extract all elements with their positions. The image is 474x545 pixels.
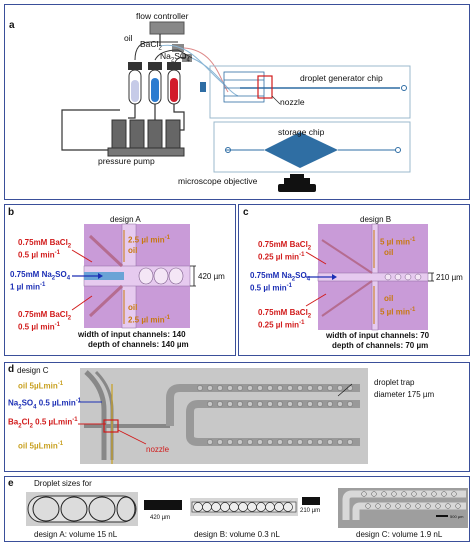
panel-a-label: a xyxy=(9,20,15,31)
design-a-bacl2-top: 0.75mM BaCl2 xyxy=(18,238,72,250)
design-c-volume-caption: design C: volume 1.9 nL xyxy=(356,530,443,539)
nozzle-label: nozzle xyxy=(280,97,305,107)
droplet-generator-chip-label: droplet generator chip xyxy=(300,73,383,83)
scale-label-a: 420 µm xyxy=(150,515,171,521)
design-a-width-label: 420 µm xyxy=(198,272,225,281)
design-a-input-width: width of input channels: 140 xyxy=(78,330,186,339)
design-c-na2so4: Na2SO4 0.5 µLmin-1 xyxy=(8,398,82,411)
design-a-bacl2-bot: 0.75mM BaCl2 xyxy=(18,310,72,322)
design-a-volume-caption: design A: volume 15 nL xyxy=(34,530,118,539)
design-a-oil-top-rate: 2.5 µl min-1 xyxy=(128,235,170,245)
storage-chip-label: storage chip xyxy=(278,127,325,137)
design-b-oil-top: oil xyxy=(384,248,394,257)
panel-b-label: b xyxy=(8,207,15,218)
design-b-bacl2-top-rate: 0.25 µl min-1 xyxy=(258,252,305,262)
bacl2-label: BaCl2 xyxy=(140,39,162,52)
pressure-pump-label: pressure pump xyxy=(98,156,155,166)
design-c-bacl2: Ba2Cl2 0.5 µLmin-1 xyxy=(8,417,78,430)
design-c-oil-bot: oil 5µLmin-1 xyxy=(18,441,64,451)
panel-d-label: d xyxy=(8,364,15,375)
scale-label-c: 500 µm xyxy=(450,514,464,519)
design-b-oil-bot-rate: 5 µl min-1 xyxy=(380,307,416,317)
design-c-nozzle-label: nozzle xyxy=(146,445,170,454)
droplet-sizes-title: Droplet sizes for xyxy=(34,479,92,488)
design-a-na2so4: 0.75mM Na2SO4 xyxy=(10,270,71,282)
design-c-trap-label-2: diameter 175 µm xyxy=(374,390,435,399)
scale-label-b: 210 µm xyxy=(300,508,321,514)
design-b-na2so4: 0.75mM Na2SO4 xyxy=(250,271,311,283)
design-c-trap-label-1: droplet trap xyxy=(374,378,415,387)
design-b-oil-top-rate: 5 µl min-1 xyxy=(380,237,416,247)
panel-e-label: e xyxy=(8,478,14,489)
panel-a xyxy=(4,4,470,200)
panel-c xyxy=(238,204,470,356)
design-a-na2so4-rate: 1 µl min-1 xyxy=(10,282,46,292)
panel-e xyxy=(4,476,470,542)
design-b-title: design B xyxy=(360,215,392,224)
design-a-oil-top: oil xyxy=(128,246,138,255)
panel-d xyxy=(4,362,470,472)
design-b-input-width: width of input channels: 70 xyxy=(326,331,430,340)
design-b-oil-bot: oil xyxy=(384,294,394,303)
design-b-volume-caption: design B: volume 0.3 nL xyxy=(194,530,280,539)
design-b-depth: depth of channels: 70 µm xyxy=(332,341,429,350)
design-a-bacl2-bot-rate: 0.5 µl min-1 xyxy=(18,322,60,332)
design-a-depth: depth of channels: 140 µm xyxy=(88,340,189,349)
design-b-width-label: 210 µm xyxy=(436,273,463,282)
microscope-objective-label: microscope objective xyxy=(178,176,258,186)
oil-label: oil xyxy=(124,33,133,43)
design-b-bacl2-bot-rate: 0.25 µl min-1 xyxy=(258,320,305,330)
panel-c-label: c xyxy=(243,207,249,218)
design-a-bacl2-top-rate: 0.5 µl min-1 xyxy=(18,250,60,260)
design-a-oil-bot-rate: 2.5 µl min-1 xyxy=(128,315,170,325)
design-a-oil-bot: oil xyxy=(128,303,138,312)
design-a-title: design A xyxy=(110,215,141,224)
design-b-bacl2-top: 0.75mM BaCl2 xyxy=(258,240,312,252)
design-c-title: design C xyxy=(17,366,49,375)
design-b-na2so4-rate: 0.5 µl min-1 xyxy=(250,283,292,293)
panel-b xyxy=(4,204,236,356)
na2so4-label: Na2SO4 xyxy=(160,51,190,64)
flow-controller-label: flow controller xyxy=(136,11,189,21)
design-c-oil-top: oil 5µLmin-1 xyxy=(18,381,64,391)
design-b-bacl2-bot: 0.75mM BaCl2 xyxy=(258,308,312,320)
